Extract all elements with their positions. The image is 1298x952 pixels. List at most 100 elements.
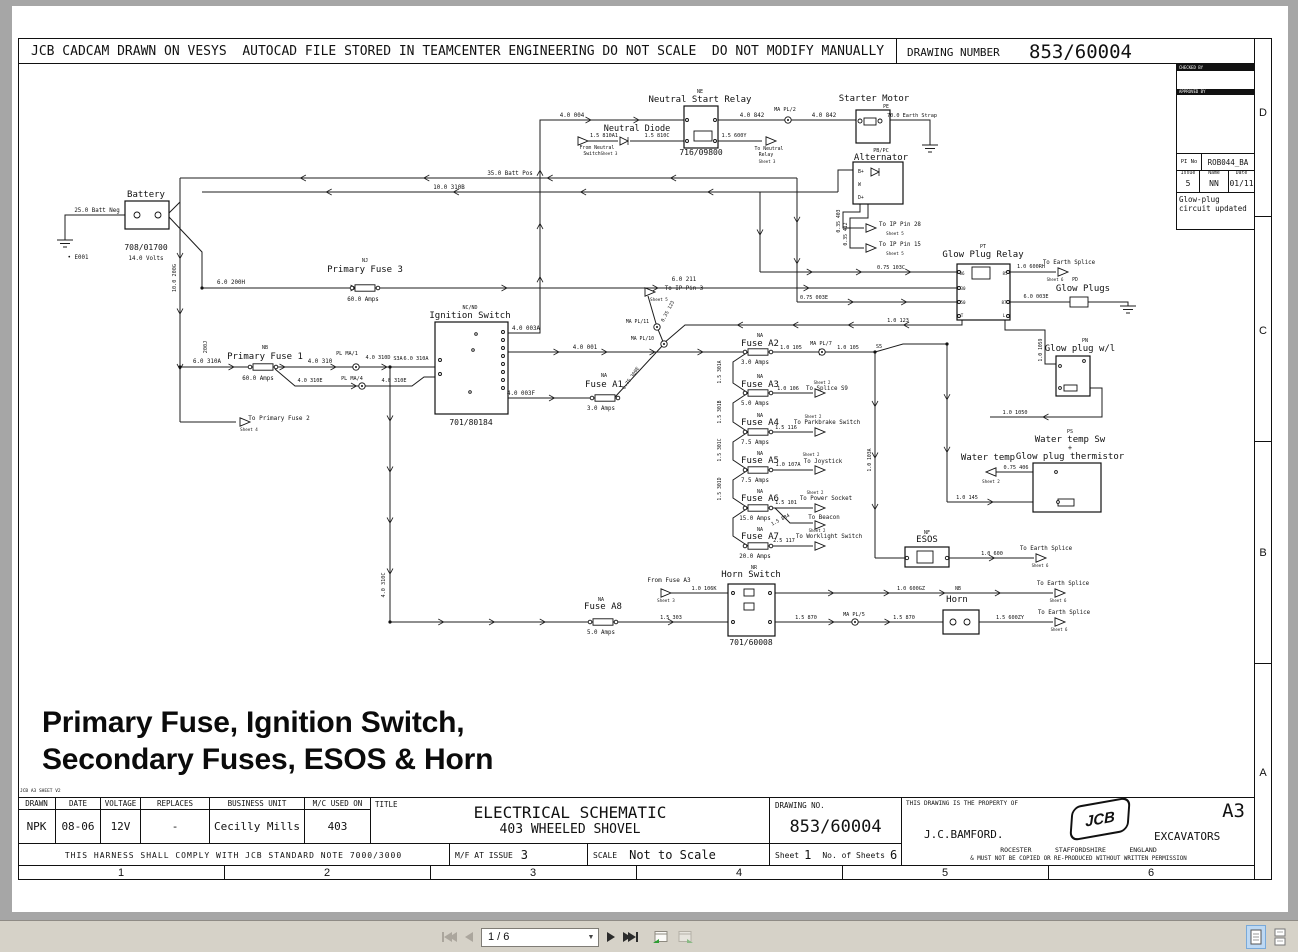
zone-letter-b: B	[1259, 547, 1267, 559]
scale-label: SCALE	[593, 850, 618, 860]
zone-tick	[1255, 663, 1271, 664]
form-id-note: JCB A3 SHEET V2	[20, 789, 61, 794]
title-cell: TITLE ELECTRICAL SCHEMATIC 403 WHEELED S…	[371, 798, 770, 844]
date-value: 01/11	[1229, 179, 1254, 188]
property-line: THIS DRAWING IS THE PROPERTY OF	[906, 800, 1018, 807]
page-navigation: 1 / 6 ▼	[442, 926, 694, 948]
page-indicator: 1 / 6	[488, 931, 510, 943]
zone-tick	[1255, 216, 1271, 217]
issue-label: Issue	[1177, 171, 1200, 179]
jcb-logo: JCB	[1069, 798, 1131, 842]
company-address: ROCESTER STAFFORDSHIRE ENGLAND	[1000, 846, 1157, 854]
revision-note-line2: circuit updated	[1179, 204, 1247, 213]
issue-value-row: 5 NN 01/11	[1177, 179, 1254, 192]
company-name: J.C.BAMFORD.	[924, 828, 1004, 841]
previous-view-icon	[653, 930, 668, 943]
property-cell: THIS DRAWING IS THE PROPERTY OF A3 J.C.B…	[902, 798, 1255, 866]
voltage-value: 12V	[101, 810, 141, 844]
zone-tick	[1048, 866, 1049, 880]
chevron-down-icon: ▼	[587, 933, 595, 941]
zone-number-2: 2	[323, 867, 331, 879]
drawing-no-label: DRAWING NO.	[775, 801, 825, 810]
scale-cell: SCALE Not to Scale	[588, 844, 770, 866]
single-page-icon	[1250, 929, 1262, 945]
replaces-value: -	[141, 810, 210, 844]
drawn-value: NPK	[18, 810, 56, 844]
mc-used-on-value: 403	[305, 810, 371, 844]
business-unit-label: BUSINESS UNIT	[210, 798, 305, 810]
zone-letter-c: C	[1259, 325, 1267, 337]
zone-number-6: 6	[1147, 867, 1155, 879]
zone-number-4: 4	[735, 867, 743, 879]
approved-by-bar: APPROVED BY	[1177, 89, 1254, 95]
title-line1: ELECTRICAL SCHEMATIC	[473, 803, 667, 822]
checked-by-bar: CHECKED BY	[1177, 65, 1254, 71]
single-page-view-button[interactable]	[1246, 925, 1266, 949]
mf-issue-label: M/F AT ISSUE	[455, 850, 513, 860]
page-layout-toggles	[1246, 925, 1290, 949]
drawing-no-cell: DRAWING NO. 853/60004	[770, 798, 902, 844]
sheet-label: Sheet	[775, 850, 800, 860]
issue-value: 5	[1177, 179, 1200, 192]
scale-value: Not to Scale	[629, 848, 716, 862]
company-name-2: EXCAVATORS	[1154, 830, 1221, 843]
drawing-header-strip: JCB CADCAM DRAWN ON VESYS AUTOCAD FILE S…	[18, 38, 1255, 64]
title-block: DRAWN DATE VOLTAGE REPLACES BUSINESS UNI…	[18, 797, 1255, 866]
drawing-number-value: 853/60004	[1029, 41, 1132, 63]
revision-note-line1: Glow-plug	[1179, 195, 1220, 204]
issue-header-row: Issue Name Date	[1177, 170, 1254, 179]
replaces-label: REPLACES	[141, 798, 210, 810]
zone-number-5: 5	[941, 867, 949, 879]
zone-letter-column: D C B A	[1255, 38, 1272, 880]
sheet-subtitle-line1: Primary Fuse, Ignition Switch,	[42, 706, 465, 739]
previous-page-button[interactable]	[465, 928, 473, 946]
sheet-size: A3	[1222, 800, 1245, 822]
zone-number-1: 1	[117, 867, 125, 879]
zone-number-3: 3	[529, 867, 537, 879]
business-unit-value: Cecilly Mills	[210, 810, 305, 844]
viewer-toolbar: 1 / 6 ▼	[0, 920, 1298, 952]
sheet-subtitle: Primary Fuse, Ignition Switch, Secondary…	[42, 704, 493, 778]
drawing-number-label: DRAWING NUMBER	[907, 46, 1000, 59]
zone-tick	[224, 866, 225, 880]
no-of-sheets-label: No. of Sheets	[822, 850, 885, 860]
title-label: TITLE	[375, 800, 398, 809]
harness-note: THIS HARNESS SHALL COMPLY WITH JCB STAND…	[18, 844, 450, 866]
drawn-label: DRAWN	[18, 798, 56, 810]
zone-tick	[430, 866, 431, 880]
pi-row: PI No ROB044_BA	[1177, 153, 1254, 170]
sheet-subtitle-line2: Secondary Fuses, ESOS & Horn	[42, 743, 494, 776]
zone-letter-d: D	[1259, 107, 1267, 119]
header-divider	[896, 39, 897, 63]
zone-number-row: 1 2 3 4 5 6	[18, 865, 1255, 880]
last-page-button[interactable]	[623, 928, 638, 946]
pi-no-label: PI No	[1177, 154, 1202, 170]
mf-issue-value: 3	[520, 848, 529, 862]
sheet-value: 1	[804, 848, 812, 862]
mc-used-on-label: M/C USED ON	[305, 798, 371, 810]
next-view-icon	[678, 930, 693, 943]
zone-tick	[842, 866, 843, 880]
date-label: Date	[1235, 171, 1248, 176]
revision-panel: CHECKED BY APPROVED BY PI No ROB044_BA I…	[1176, 64, 1255, 230]
header-note: JCB CADCAM DRAWN ON VESYS AUTOCAD FILE S…	[31, 44, 885, 59]
next-page-button[interactable]	[607, 928, 615, 946]
date-value: 08-06	[56, 810, 101, 844]
revision-note: Glow-plug circuit updated	[1177, 192, 1254, 231]
sheet-cell: Sheet 1 No. of Sheets 6	[770, 844, 902, 866]
date-label: DATE	[56, 798, 101, 810]
first-page-button[interactable]	[442, 928, 457, 946]
mf-issue-cell: M/F AT ISSUE 3	[450, 844, 588, 866]
continuous-page-icon	[1274, 928, 1286, 946]
zone-letter-a: A	[1259, 767, 1267, 779]
previous-view-button[interactable]	[652, 928, 669, 946]
page-number-dropdown[interactable]: 1 / 6 ▼	[481, 927, 599, 947]
next-view-button[interactable]	[677, 928, 694, 946]
continuous-view-button[interactable]	[1270, 925, 1290, 949]
drawing-no-value: 853/60004	[789, 817, 882, 837]
copyright-note: & MUST NOT BE COPIED OR RE-PRODUCED WITH…	[970, 856, 1187, 862]
voltage-label: VOLTAGE	[101, 798, 141, 810]
name-value: NN	[1200, 179, 1229, 192]
zone-tick	[636, 866, 637, 880]
